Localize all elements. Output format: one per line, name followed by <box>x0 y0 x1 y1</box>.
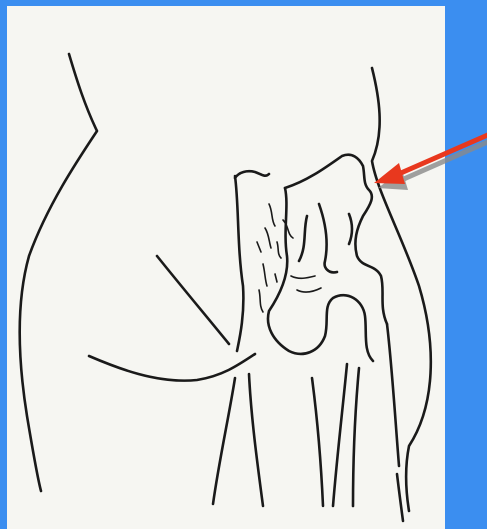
left-hip-contour <box>20 54 97 491</box>
left-leg-inner <box>213 378 235 504</box>
right-hip-contour <box>372 68 431 511</box>
left-gluteal-fold <box>89 354 255 381</box>
left-buttock-line <box>157 256 229 344</box>
left-leg-inner-2 <box>249 374 263 506</box>
hip-anatomy-drawing <box>7 6 445 529</box>
gluteal-cleft <box>235 176 243 351</box>
illustration-panel <box>7 6 445 529</box>
pelvis-outline <box>285 155 387 324</box>
femur-medial <box>333 364 347 506</box>
femur-lateral <box>387 324 399 466</box>
